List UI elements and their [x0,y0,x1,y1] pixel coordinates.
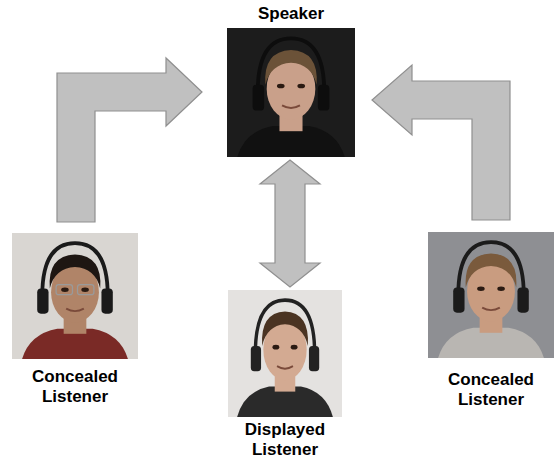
headphone-cup [517,287,528,312]
block-arrow [372,65,510,220]
hair [50,254,101,288]
photo-background [228,290,342,417]
headphone-band [458,242,524,295]
block-arrow [260,160,320,287]
eye [277,84,285,89]
headphone-cup [453,287,464,312]
participant-node: Speaker [227,4,355,157]
face-photo [12,233,138,359]
hair [466,253,517,287]
mouth [66,309,84,312]
glasses [78,285,94,295]
headphone-cup [37,288,48,313]
eye [81,287,89,292]
mouth [482,308,500,311]
participant-label: Displayed Listener [228,420,342,460]
eye [272,345,279,350]
face-photo [228,290,342,417]
hair [262,312,308,346]
headphone-cup [251,346,261,371]
photo-background [12,233,138,359]
participant-node: Concealed Listener [428,232,554,410]
eye [477,286,485,291]
participant-label: Speaker [227,4,355,24]
hair [265,50,317,85]
participant-label: Concealed Listener [12,367,138,407]
eye [61,287,69,292]
face-photo [227,28,355,157]
block-arrow [57,58,202,222]
photo-background [227,28,355,157]
headphone-cup [101,288,112,313]
headphone-cup [318,85,330,111]
glasses [56,285,72,295]
participant-node: Displayed Listener [228,290,342,460]
headphone-band [255,300,314,353]
photo-background [428,232,554,358]
face-photo [428,232,554,358]
eye [291,345,298,350]
mouth [277,366,293,369]
headphone-band [42,243,108,296]
mouth [282,105,300,108]
headphone-band [258,38,325,92]
eye [297,84,305,89]
participant-label: Concealed Listener [428,370,554,410]
participant-node: Concealed Listener [12,233,138,407]
headphone-cup [253,85,265,111]
eye [497,286,505,291]
headphone-cup [309,346,319,371]
